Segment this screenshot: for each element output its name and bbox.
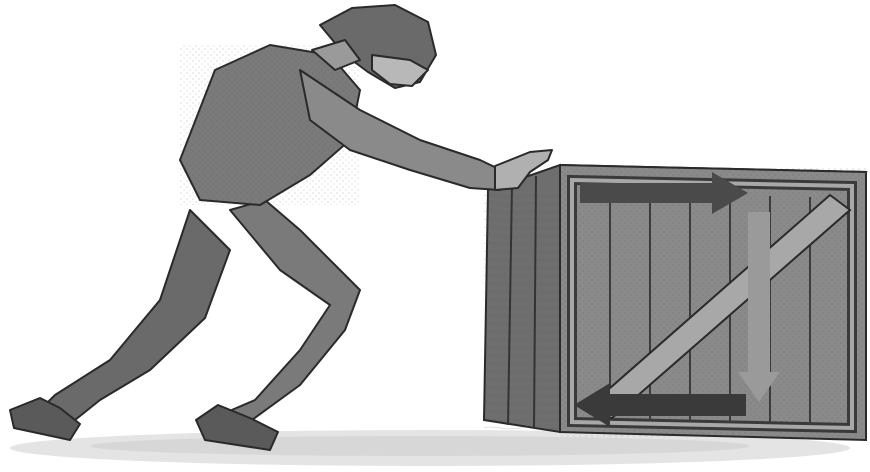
front-leg [220,200,360,425]
person-pushing [10,5,552,450]
back-leg [40,210,230,420]
